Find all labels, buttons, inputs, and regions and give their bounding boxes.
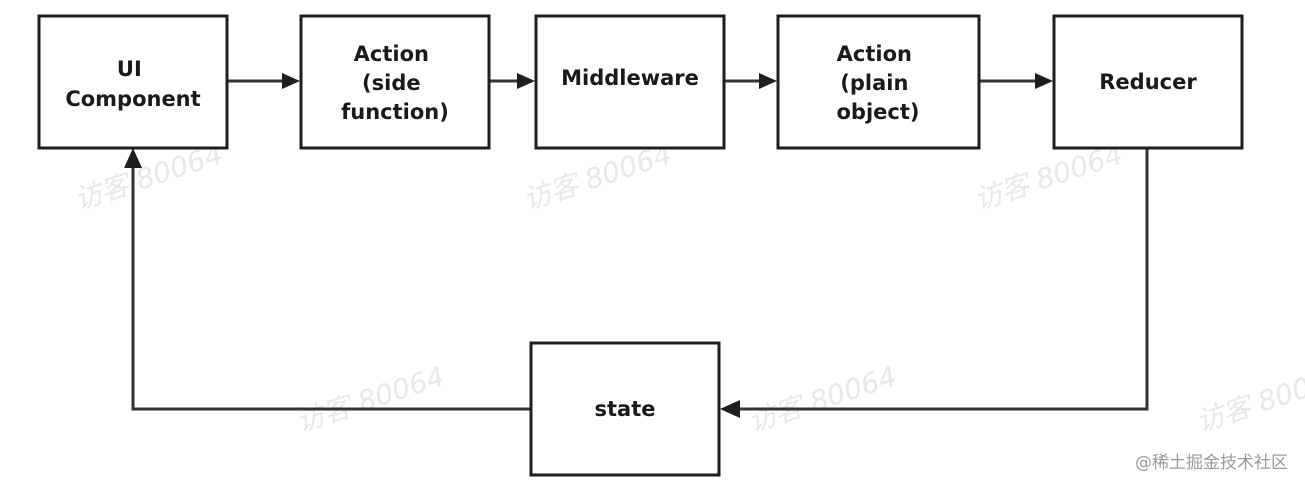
arrowhead-icon (1035, 73, 1053, 89)
connectors (124, 73, 1149, 418)
arrowhead-icon (282, 73, 300, 89)
node-label-line: Action (354, 42, 429, 66)
watermark-text: 访客 80064 (970, 138, 1127, 217)
watermark-text: 访客 80064 (1192, 360, 1305, 439)
node-label-line: Middleware (561, 66, 699, 90)
watermark-text: 访客 80064 (292, 360, 449, 439)
node-box (37, 14, 229, 150)
node-label-line: UI (117, 57, 142, 81)
node-box (534, 14, 726, 150)
arrow-reducer-to-state (740, 148, 1149, 411)
watermark-text: 访客 80064 (744, 360, 901, 439)
node-label-line: (plain (840, 71, 908, 95)
node-label: state (595, 397, 656, 421)
node-label: UI Component (65, 57, 200, 111)
node-label: Middleware (561, 66, 699, 90)
node-box (776, 14, 981, 150)
arrowhead-icon (124, 148, 142, 168)
node-label-line: state (595, 397, 656, 421)
source-credit: @稀土掘金技术社区 (1135, 453, 1288, 473)
node-state: state (529, 341, 721, 477)
node-label-line: Reducer (1099, 70, 1197, 94)
node-box (529, 341, 721, 477)
watermark-text: 访客 80064 (519, 138, 676, 217)
node-label: Reducer (1099, 70, 1197, 94)
node-label: Action (plain object) (837, 42, 920, 124)
node-action-side-function: Action (side function) (299, 14, 491, 150)
arrow-state-to-ui (131, 168, 530, 411)
node-box (1052, 14, 1244, 150)
node-label-line: object) (837, 100, 920, 124)
node-label-line: Action (837, 42, 912, 66)
node-label: Action (side function) (341, 42, 449, 124)
watermark-text: 访客 80064 (70, 138, 227, 217)
node-reducer: Reducer (1052, 14, 1244, 150)
node-label-line: function) (341, 100, 449, 124)
node-label-line: Component (65, 87, 200, 111)
arrowhead-icon (517, 73, 535, 89)
node-label-line: (side (362, 71, 421, 95)
arrowhead-icon (720, 400, 740, 418)
node-middleware: Middleware (534, 14, 726, 150)
node-action-plain-object: Action (plain object) (776, 14, 981, 150)
arrowhead-icon (759, 73, 777, 89)
node-box (299, 14, 491, 150)
node-ui-component: UI Component (37, 14, 229, 150)
